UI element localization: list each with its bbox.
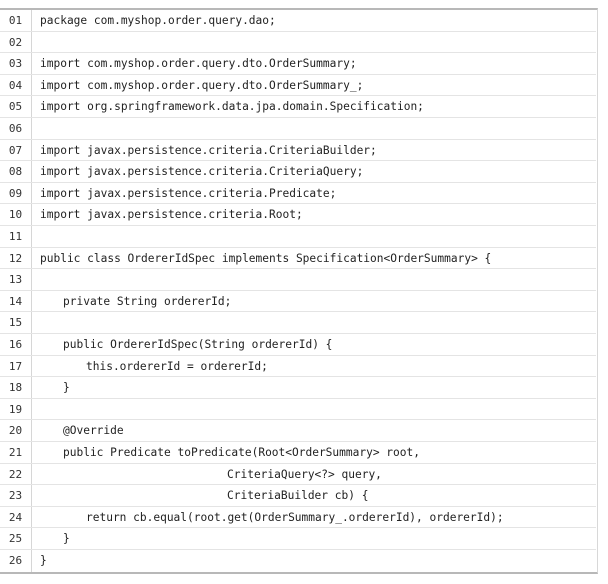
code-line: 09 import javax.persistence.criteria.Pred…	[0, 183, 596, 205]
code-line: 05 import org.springframework.data.jpa.do…	[0, 96, 596, 118]
line-number: 21	[8, 446, 23, 459]
line-number: 08	[8, 165, 23, 179]
code-text: import javax.persistence.criteria.Criter…	[40, 165, 364, 179]
code-text: import org.springframework.data.jpa.doma…	[40, 100, 424, 114]
code-text: this.ordererId = ordererId;	[86, 359, 268, 373]
code-line: 20 @Override	[0, 420, 596, 442]
code-line: 06	[0, 118, 596, 140]
code-text: }	[63, 532, 70, 546]
line-number: 04	[8, 78, 23, 92]
line-number: 13	[8, 273, 23, 287]
code-line: 11	[0, 226, 596, 248]
code-line: 18}	[0, 377, 596, 399]
code-line: 24 return cb.equal(root.get(OrderSummary_…	[0, 507, 596, 529]
code-line: 13	[0, 269, 596, 291]
line-number: 15	[8, 316, 23, 330]
code-text: public OrdererIdSpec(String ordererId) {	[63, 338, 333, 351]
code-line: 15	[0, 312, 596, 334]
code-text: @Override	[63, 424, 124, 438]
line-number: 24	[8, 510, 23, 524]
line-number: 16	[8, 338, 23, 351]
code-line: 03 import com.myshop.order.query.dto.Orde…	[0, 53, 596, 75]
code-text: public class OrdererIdSpec implements Sp…	[40, 251, 492, 265]
code-line: 01 package com.myshop.order.query.dao;	[0, 10, 596, 32]
code-text: import javax.persistence.criteria.Criter…	[40, 143, 377, 157]
code-text: public Predicate toPredicate(Root<OrderS…	[63, 446, 420, 459]
line-number: 09	[8, 186, 23, 200]
line-number: 12	[8, 251, 23, 265]
code-text: return cb.equal(root.get(OrderSummary_.o…	[86, 510, 504, 524]
code-text: CriteriaQuery<?> query,	[227, 467, 382, 481]
line-number: 14	[8, 294, 23, 308]
line-number: 03	[8, 57, 23, 71]
line-number: 20	[8, 424, 23, 438]
code-line: 02	[0, 32, 596, 54]
code-text: }	[40, 554, 47, 567]
code-line: 08 import javax.persistence.criteria.Crit…	[0, 161, 596, 183]
code-line: 19	[0, 399, 596, 421]
code-line: 17 this.ordererId = ordererId;	[0, 356, 596, 378]
line-number: 17	[8, 359, 23, 373]
line-number: 10	[8, 208, 23, 222]
line-number: 07	[8, 143, 23, 157]
code-text: CriteriaBuilder cb) {	[227, 489, 369, 503]
line-number: 26	[8, 554, 23, 567]
code-line: 23 CriteriaBuilder cb) {	[0, 485, 596, 507]
line-number: 22	[8, 467, 23, 481]
code-line: 26}	[0, 550, 596, 572]
line-number: 23	[8, 489, 23, 503]
line-number: 02	[8, 35, 23, 49]
line-number: 18	[8, 381, 23, 395]
line-number-gutter	[0, 10, 32, 572]
line-number: 11	[8, 230, 23, 243]
code-line: 10 import javax.persistence.criteria.Root…	[0, 204, 596, 226]
line-number: 19	[8, 402, 23, 416]
code-line: 22 CriteriaQuery<?> query,	[0, 464, 596, 486]
code-line: 21 public Predicate toPredicate(Root<Orde…	[0, 442, 596, 464]
code-text: import com.myshop.order.query.dto.OrderS…	[40, 78, 364, 92]
line-number: 01	[8, 14, 23, 27]
code-line: 12 public class OrdererIdSpec implements …	[0, 248, 596, 270]
code-text: import javax.persistence.criteria.Root;	[40, 208, 303, 222]
code-line: 14 private String ordererId;	[0, 291, 596, 313]
code-text: import com.myshop.order.query.dto.OrderS…	[40, 57, 357, 71]
code-text: package com.myshop.order.query.dao;	[40, 14, 276, 27]
code-text: import javax.persistence.criteria.Predic…	[40, 186, 337, 200]
line-number: 06	[8, 122, 23, 135]
code-line: 04 import com.myshop.order.query.dto.Orde…	[0, 75, 596, 97]
code-listing: 01 package com.myshop.order.query.dao; 02 0…	[0, 8, 598, 574]
code-line: 25}	[0, 528, 596, 550]
code-line: 07 import javax.persistence.criteria.Crit…	[0, 140, 596, 162]
line-number: 05	[8, 100, 23, 114]
code-line: 16 public OrdererIdSpec(String ordererId)…	[0, 334, 596, 356]
code-text: }	[63, 381, 70, 395]
code-text: private String ordererId;	[63, 294, 232, 308]
line-number: 25	[8, 532, 23, 546]
